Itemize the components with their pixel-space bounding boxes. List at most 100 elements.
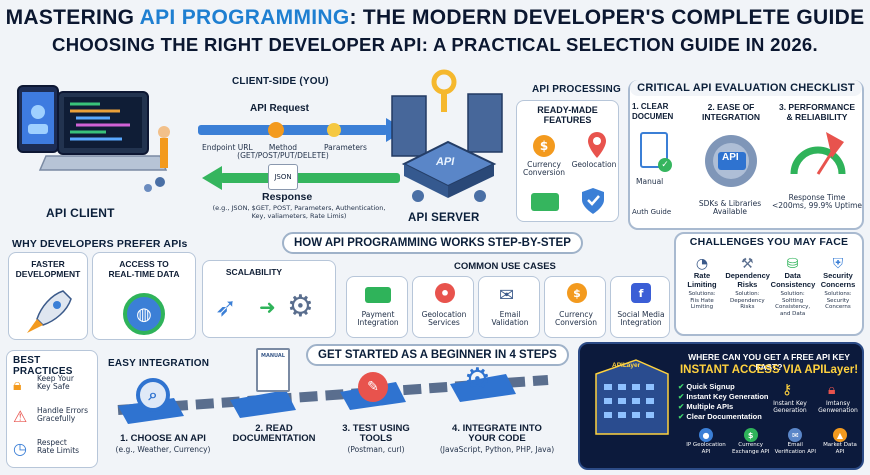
code-gear-icon: ⚙ [464, 362, 491, 397]
challenge-name: Data Consistency [770, 271, 816, 289]
social-icon: f [631, 283, 651, 303]
response-detail: (e.g., JSON, $GET, POST, Parameters, Aut… [212, 204, 386, 220]
checkmark-icon: ✔ [678, 382, 685, 391]
scalability-card: SCALABILITY ➶ ➜ ⚙ [202, 260, 336, 338]
json-doc: JSON [268, 164, 298, 190]
title-suffix: : THE MODERN DEVELOPER'S COMPLETE GUIDE [349, 6, 865, 29]
geolocation-label: Geolocation [571, 160, 617, 169]
challenge-item: ◔ Rate Limiting Solutions: Fiis Hate Lim… [680, 256, 724, 334]
globe-icon: ◍ [123, 293, 165, 335]
manual-label: Manual [636, 177, 664, 186]
shield-warning-icon: ⛨ [832, 256, 844, 272]
use-case-social[interactable]: f Social Media Integration [610, 276, 670, 338]
realtime-card: ACCESS TO REAL-TIME DATA ◍ [92, 252, 196, 340]
challenge-solution: Solution: Soltting Consistency, and Data [775, 291, 811, 317]
apilayer-check: Quick Signup [686, 382, 735, 391]
scalability-label: SCALABILITY [225, 267, 283, 277]
realtime-label: ACCESS TO REAL-TIME DATA [108, 259, 180, 279]
checklist-title: CRITICAL API EVALUATION CHECKLIST [630, 80, 862, 96]
step-sub: (e.g., Weather, Currency) [115, 445, 211, 454]
api-product-label: Market Data API [823, 442, 857, 455]
step-title: 3. TEST USING TOOLS [342, 423, 410, 444]
response-arrow [202, 166, 400, 190]
checklist-col1-title: 1. CLEAR DOCUMEN [632, 102, 674, 121]
apilayer-apis-row: ● IP Geolocation API $ Currency Exchange… [684, 428, 862, 455]
envelope-icon: ✉ [499, 285, 515, 306]
building-sign: APILayer [612, 362, 641, 369]
easy-integration-label: EASY INTEGRATION [108, 358, 210, 369]
currency-icon: $ [533, 135, 555, 157]
best-practices-title: BEST PRACTICES [13, 355, 73, 377]
sdk-caption: SDKs & Libraries Available [698, 199, 762, 216]
ready-made-panel: READY-MADE FEATURES $ Currency Conversio… [516, 100, 619, 222]
api-tablet-badge: API [722, 152, 739, 163]
title-highlight: API PROGRAMMING [139, 6, 350, 29]
server-icon [391, 69, 503, 202]
database-icon: ⛁ [786, 256, 799, 272]
step-sub: (JavaScript, Python, PHP, Java) [439, 445, 555, 454]
ready-made-title: READY-MADE FEATURES [537, 105, 598, 125]
clock-icon: ◷ [13, 439, 27, 458]
api-product[interactable]: ● IP Geolocation API [684, 428, 728, 455]
checkmark-icon: ✔ [678, 412, 685, 421]
use-case-currency[interactable]: $ Currency Conversion [544, 276, 606, 338]
imtansy-label: Imtansy Genwenation [818, 400, 858, 414]
challenge-name: Rate Limiting [687, 271, 717, 289]
checklist-panel: CRITICAL API EVALUATION CHECKLIST 1. CLE… [628, 80, 864, 230]
shield-icon [582, 188, 604, 214]
email-icon: ✉ [788, 428, 803, 442]
speedometer-icon [790, 132, 846, 175]
api-product-label: Email Verification API [774, 442, 816, 455]
currency-conversion-label: Currency Conversion [522, 160, 566, 177]
api-processing-label: API PROCESSING [532, 84, 621, 95]
use-case-payment[interactable]: Payment Integration [346, 276, 408, 338]
apilayer-check: Instant Key Generation [686, 392, 769, 401]
api-product[interactable]: ▲ Market Data API [818, 428, 862, 455]
best-practices-panel: BEST PRACTICES 🔒︎ Keep Your Key Safe ⚠ H… [6, 350, 98, 468]
parameters-label: Parameters [324, 143, 367, 152]
steps-path [117, 374, 549, 424]
use-case-geolocation[interactable]: • Geolocation Services [412, 276, 474, 338]
pin-icon: ● [699, 428, 713, 442]
challenge-solution: Solutions: Fiis Hate Limiting [688, 291, 716, 310]
faster-label: FASTER DEVELOPMENT [15, 259, 81, 279]
title-prefix: MASTERING [5, 6, 140, 29]
apilayer-question: WHERE CAN YOU GET A FREE API KEY FAST? [688, 352, 850, 372]
gear-icon [705, 135, 757, 187]
lock-red-icon: 🔒︎ [828, 382, 836, 398]
apilayer-checklist: ✔ Quick Signup ✔ Instant Key Generation … [678, 382, 769, 422]
challenges-panel: CHALLENGES YOU MAY FACE ◔ Rate Limiting … [674, 232, 864, 336]
challenge-item: ⛨ Security Concerns Solutions: Security … [816, 256, 860, 334]
api-product[interactable]: $ Currency Exchange API [729, 428, 773, 455]
challenge-item: ⚒ Dependency Risks Solution: Dependency … [725, 256, 770, 334]
auth-guide-label: Auth Guide [632, 208, 672, 216]
response-label: Response [262, 191, 313, 203]
apilayer-headline: INSTANT ACCESS VIA APILayer! [679, 364, 859, 376]
api-product[interactable]: ✉ Email Verification API [773, 428, 817, 455]
laptop-icon [17, 85, 170, 192]
use-case-label: Geolocation Services [421, 310, 467, 327]
wrench-tool-icon: ✎ [358, 372, 388, 402]
use-case-label: Social Media Integration [617, 310, 665, 327]
instant-key-label: Instant Key Generation [773, 400, 807, 414]
arrow-right-icon: ➜ [259, 295, 276, 319]
request-arrow [198, 118, 406, 142]
key-icon: ⚷ [782, 382, 793, 398]
use-case-label: Payment Integration [357, 310, 399, 327]
location-pin-icon [588, 132, 606, 158]
gauge-icon: ◔ [695, 256, 709, 272]
api-client-label: API CLIENT [46, 206, 115, 220]
faster-card: FASTER DEVELOPMENT [8, 252, 88, 340]
use-case-email[interactable]: ✉ Email Validation [478, 276, 540, 338]
apilayer-panel: WHERE CAN YOU GET A FREE API KEY FAST? I… [578, 342, 864, 470]
use-case-label: Currency Conversion [554, 310, 598, 327]
api-product-label: Currency Exchange API [731, 442, 770, 455]
challenges-row: ◔ Rate Limiting Solutions: Fiis Hate Lim… [680, 256, 860, 334]
challenge-name: Security Concerns [820, 271, 856, 289]
best-practice-item: Keep Your Key Safe [37, 374, 74, 391]
endpoint-label: Endpoint URL [202, 143, 253, 152]
coin-icon: $ [567, 283, 587, 303]
method-label: Method (GET/POST/PUT/DELETE) [237, 143, 329, 160]
subtitle: CHOOSING THE RIGHT DEVELOPER API: A PRAC… [52, 34, 818, 55]
map-pin-icon: • [435, 283, 455, 303]
